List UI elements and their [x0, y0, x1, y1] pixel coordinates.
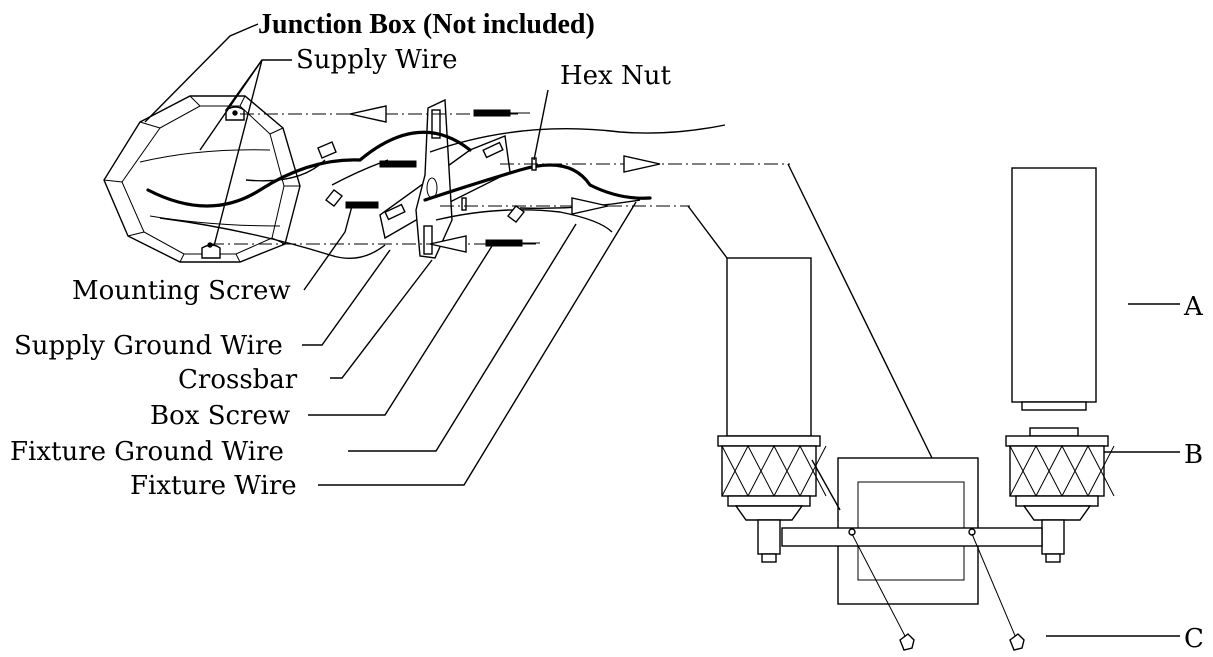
label-mounting-screw: Mounting Screw [72, 276, 291, 306]
label-hex-nut: Hex Nut [560, 61, 671, 91]
labels: Junction Box (Not included) Supply Wire … [10, 9, 1204, 654]
box-screw-icon [485, 239, 523, 247]
fixture-arm [781, 527, 1043, 547]
decorative-screw-right [1009, 633, 1025, 651]
label-crossbar: Crossbar [178, 365, 298, 395]
label-fixture-ground-wire: Fixture Ground Wire [10, 437, 284, 467]
label-supply-ground-wire: Supply Ground Wire [14, 331, 283, 361]
decorative-screw-left [899, 633, 915, 651]
light-fixture [717, 167, 1115, 651]
supply-ground-wire [146, 130, 472, 208]
wires [146, 124, 726, 259]
leader-lines [144, 23, 1180, 637]
fixture-ground-wire [423, 163, 652, 202]
label-part-a: A [1183, 292, 1204, 322]
supply-wire [245, 159, 326, 182]
mounting-screw-icon [473, 109, 511, 117]
socket-cup-left [717, 435, 827, 563]
alignment-lines [210, 105, 790, 253]
wire-nut-icon [317, 141, 337, 159]
junction-box [103, 95, 301, 263]
label-fixture-wire: Fixture Wire [130, 471, 297, 501]
label-junction-box: Junction Box (Not included) [258, 9, 595, 40]
label-box-screw: Box Screw [150, 401, 290, 431]
label-part-c: C [1184, 624, 1204, 654]
socket-cup-right [1005, 427, 1115, 563]
glass-shade-left [726, 257, 812, 437]
label-supply-wire: Supply Wire [296, 45, 458, 75]
label-part-b: B [1184, 440, 1203, 470]
glass-shade-right [1011, 167, 1097, 403]
